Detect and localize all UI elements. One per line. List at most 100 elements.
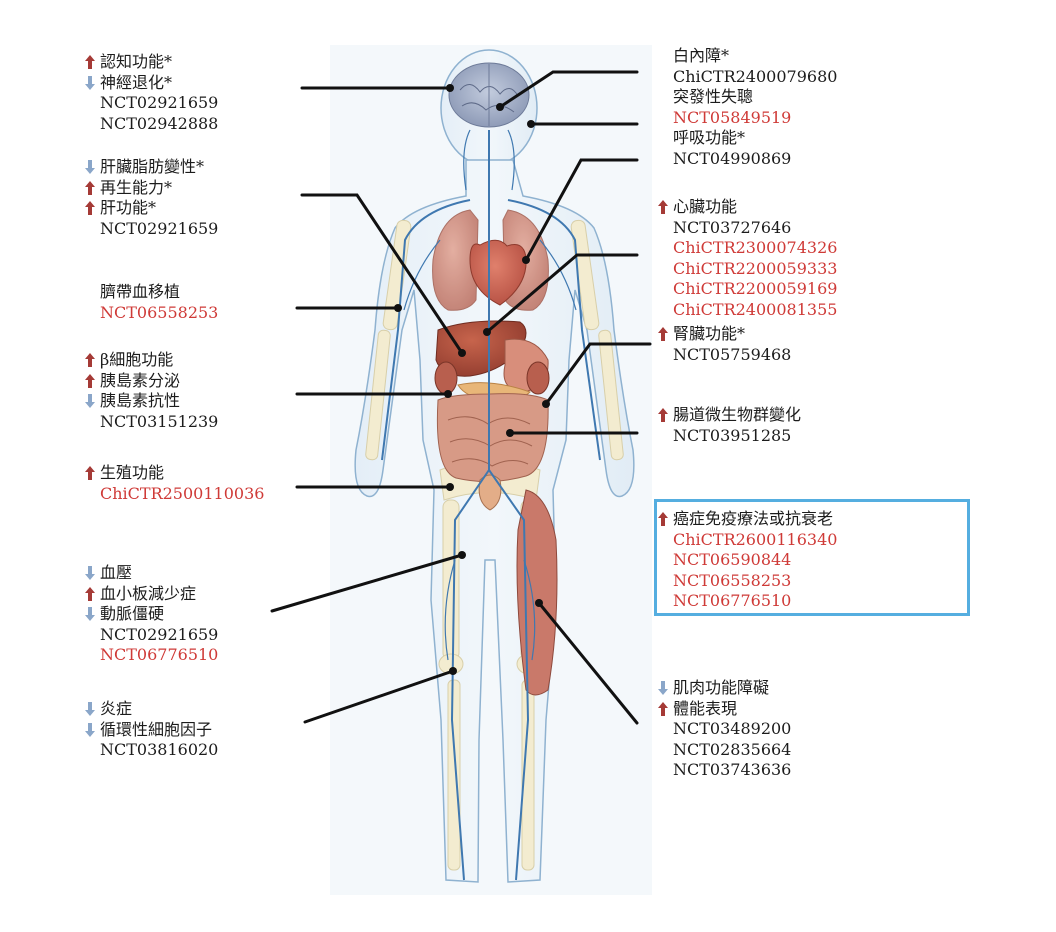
trial-line: NCT02921659 — [85, 219, 218, 240]
trial-line: NCT03951285 — [658, 426, 801, 447]
trial-id: NCT02921659 — [100, 624, 219, 644]
trial-line: NCT04990869 — [658, 149, 837, 170]
trial-id: NCT06558253 — [673, 570, 792, 590]
down-arrow-icon — [85, 722, 95, 738]
effect-line: 心臟功能 — [658, 197, 837, 218]
effect-line: 肝功能* — [85, 198, 218, 219]
trial-line: ChiCTR2200059169 — [658, 279, 837, 300]
trial-id: NCT02835664 — [673, 739, 792, 759]
down-arrow-icon — [85, 393, 95, 409]
trial-id: ChiCTR2400079680 — [673, 66, 838, 86]
effect-text: 臍帶血移植 — [100, 282, 181, 301]
effect-line: 動脈僵硬 — [85, 604, 218, 625]
trial-id: ChiCTR2200059169 — [673, 279, 838, 298]
effect-line: 突發性失聰 — [658, 87, 837, 108]
trial-id: ChiCTR2500110036 — [100, 483, 265, 503]
effect-text: 突發性失聰 — [673, 87, 754, 106]
trial-id: NCT05759468 — [673, 344, 792, 364]
trial-id: NCT03816020 — [100, 740, 219, 759]
trial-id: NCT04990869 — [673, 148, 792, 168]
leader-heart — [485, 253, 639, 334]
trial-line: NCT02921659 — [85, 625, 218, 646]
down-arrow-icon — [85, 75, 95, 91]
trial-line: NCT02942888 — [85, 114, 218, 135]
up-arrow-icon — [85, 373, 95, 389]
effect-line: 胰島素分泌 — [85, 371, 218, 392]
effect-text: 生殖功能 — [100, 463, 165, 482]
up-arrow-icon — [85, 54, 95, 70]
effect-text: 肝功能* — [100, 198, 157, 217]
trial-id: NCT03951285 — [673, 425, 792, 445]
trial-id: ChiCTR2200059333 — [673, 258, 838, 278]
up-arrow-icon — [85, 465, 95, 481]
trial-id: NCT02921659 — [100, 218, 219, 238]
effect-text: 再生能力* — [100, 177, 173, 197]
effect-line: 生殖功能 — [85, 463, 264, 484]
leader-muscle — [537, 601, 639, 725]
up-arrow-icon — [85, 352, 95, 368]
effect-text: 胰島素分泌 — [100, 370, 181, 390]
down-arrow-icon — [85, 701, 95, 717]
up-arrow-icon — [658, 199, 668, 215]
leader-inflammation — [303, 669, 455, 724]
effect-text: 認知功能* — [100, 52, 173, 71]
effect-line: 癌症免疫療法或抗衰老 — [658, 509, 837, 530]
leader-liver — [300, 193, 464, 355]
effect-text: 循環性細胞因子 — [100, 719, 213, 739]
up-arrow-icon — [658, 701, 668, 717]
effect-line: 神經退化* — [85, 73, 218, 94]
trial-id: ChiCTR2300074326 — [673, 238, 838, 257]
effect-text: 心臟功能 — [673, 197, 738, 216]
effect-line: 白內障* — [658, 46, 837, 67]
trial-line: NCT02835664 — [658, 740, 791, 761]
trial-line: ChiCTR2400079680 — [658, 67, 837, 88]
trial-line: ChiCTR2200059333 — [658, 259, 837, 280]
trial-id: NCT02921659 — [100, 93, 219, 112]
effect-text: 肝臟脂肪變性* — [100, 157, 205, 176]
trial-id: NCT02942888 — [100, 113, 219, 133]
trial-line: NCT03151239 — [85, 412, 218, 433]
intestines — [436, 393, 549, 483]
cancer-highlight-box — [654, 499, 970, 616]
effect-text: 肌肉功能障礙 — [673, 678, 770, 697]
down-arrow-icon — [85, 565, 95, 581]
trial-line: NCT06776510 — [658, 591, 837, 612]
trial-line: ChiCTR2500110036 — [85, 484, 264, 505]
trial-line: NCT06590844 — [658, 550, 837, 571]
leader-kidney — [544, 342, 652, 406]
effect-text: β細胞功能 — [100, 350, 174, 369]
trial-id: NCT06558253 — [100, 302, 219, 322]
effect-line: 血壓 — [85, 563, 218, 584]
effect-line: β細胞功能 — [85, 350, 218, 371]
effect-line: 臍帶血移植 — [85, 282, 218, 303]
trial-line: NCT06558253 — [85, 303, 218, 324]
bladder — [478, 474, 502, 511]
leg-muscle — [516, 489, 558, 696]
trial-id: NCT06590844 — [673, 550, 792, 569]
trial-line: ChiCTR2300074326 — [658, 238, 837, 259]
effect-text: 血壓 — [100, 563, 133, 582]
trial-id: NCT03743636 — [673, 760, 792, 779]
up-arrow-icon — [658, 326, 668, 342]
label-group-kidney: 腎臟功能*NCT05759468 — [658, 324, 791, 365]
down-arrow-icon — [85, 606, 95, 622]
effect-line: 胰島素抗性 — [85, 391, 218, 412]
trial-line: NCT03489200 — [658, 719, 791, 740]
kidneys — [434, 361, 550, 395]
heart — [469, 239, 527, 306]
effect-line: 腸道微生物群變化 — [658, 405, 801, 426]
vessels — [381, 130, 601, 881]
trial-line: NCT05849519 — [658, 108, 837, 129]
trial-id: NCT03489200 — [673, 719, 792, 738]
